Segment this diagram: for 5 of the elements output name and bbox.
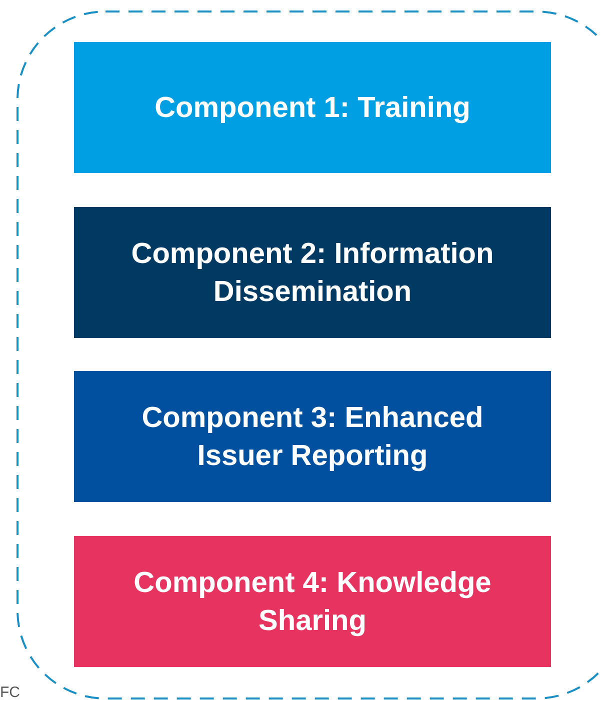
source-note: FC bbox=[0, 684, 20, 702]
component-box: Component 2: Information Dissemination bbox=[74, 207, 551, 338]
component-box: Component 4: Knowledge Sharing bbox=[74, 536, 551, 667]
component-box: Component 3: Enhanced Issuer Reporting bbox=[74, 371, 551, 502]
component-box: Component 1: Training bbox=[74, 42, 551, 173]
